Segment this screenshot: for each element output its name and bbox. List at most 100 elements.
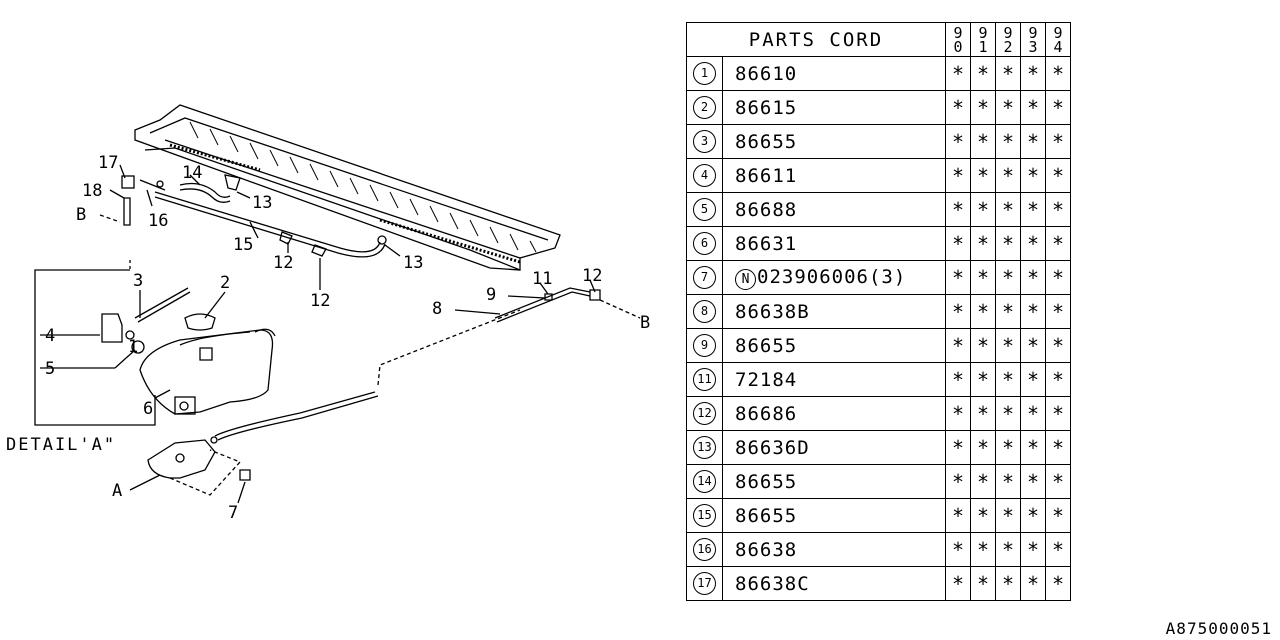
year-mark: * [945, 532, 971, 567]
year-mark: * [995, 430, 1021, 465]
year-mark: * [1020, 260, 1046, 295]
part-code: 86636D [735, 436, 810, 459]
label-8: 8 [432, 299, 442, 319]
year-mark: * [945, 158, 971, 193]
label-7: 7 [228, 503, 238, 523]
ref-number-cell: 2 [686, 90, 723, 125]
year-mark: * [995, 328, 1021, 363]
part-code: 86638B [735, 300, 810, 323]
year-mark: * [970, 56, 996, 91]
year-mark: * [1045, 226, 1071, 261]
year-mark: * [1045, 498, 1071, 533]
part-code-cell: 86686 [722, 396, 946, 431]
year-mark: * [995, 158, 1021, 193]
part-code-cell: 86638C [722, 566, 946, 601]
part-code: 86631 [735, 232, 798, 255]
parts-cord-header: PARTS CORD [686, 22, 946, 57]
ref-number-cell: 5 [686, 192, 723, 227]
ref-number: 2 [693, 96, 716, 119]
year-mark: * [995, 124, 1021, 159]
ref-number-cell: 3 [686, 124, 723, 159]
year-mark: * [945, 124, 971, 159]
n-prefix-badge: N [735, 268, 756, 290]
ref-number-cell: 4 [686, 158, 723, 193]
ref-number-cell: 9 [686, 328, 723, 363]
part-code-cell: 86638 [722, 532, 946, 567]
ref-number-cell: 11 [686, 362, 723, 397]
label-a: A [112, 481, 122, 501]
nut-7 [239, 469, 251, 481]
year-mark: * [1045, 362, 1071, 397]
year-mark: * [1020, 124, 1046, 159]
label-6: 6 [143, 399, 153, 419]
ref-number: 5 [693, 198, 716, 221]
year-mark: * [970, 362, 996, 397]
part-code: 86655 [735, 470, 798, 493]
year-mark: * [970, 294, 996, 329]
ref-number-cell: 15 [686, 498, 723, 533]
ref-number: 3 [693, 130, 716, 153]
part-code: 72184 [735, 368, 798, 391]
ref-number-cell: 8 [686, 294, 723, 329]
year-mark: * [970, 532, 996, 567]
year-mark: * [970, 498, 996, 533]
part-code: 86686 [735, 402, 798, 425]
year-mark: * [970, 396, 996, 431]
pump-4 [101, 313, 123, 343]
year-mark: * [945, 90, 971, 125]
ref-number-cell: 6 [686, 226, 723, 261]
bracket-a [147, 436, 242, 496]
nozzle-17 [121, 175, 135, 189]
ref-number-cell: 12 [686, 396, 723, 431]
ref-number: 6 [693, 232, 716, 255]
year-mark: * [1045, 158, 1071, 193]
year-mark: * [945, 294, 971, 329]
year-mark: * [945, 498, 971, 533]
ref-number: 14 [693, 470, 716, 493]
year-mark: * [995, 260, 1021, 295]
year-mark: * [1045, 124, 1071, 159]
year-mark: * [945, 566, 971, 601]
year-mark: * [945, 226, 971, 261]
year-mark: * [945, 56, 971, 91]
year-mark: * [1020, 362, 1046, 397]
ref-number: 9 [693, 334, 716, 357]
year-mark: * [995, 294, 1021, 329]
part-code: 86610 [735, 62, 798, 85]
year-mark: * [1020, 396, 1046, 431]
year-mark: * [1045, 90, 1071, 125]
year-mark: * [1045, 430, 1071, 465]
parts-diagram: 1 2 3 4 5 6 7 8 9 11 12 12 12 13 13 14 1… [6, 104, 650, 523]
hose-to-rear [214, 391, 376, 437]
hose-14 [179, 182, 231, 198]
year-mark: * [1020, 566, 1046, 601]
ref-number-cell: 7 [686, 260, 723, 295]
ref-number-cell: 13 [686, 430, 723, 465]
year-mark: * [995, 532, 1021, 567]
clip-13-lower [377, 235, 387, 245]
ref-number-cell: 14 [686, 464, 723, 499]
part-code: 86611 [735, 164, 798, 187]
year-mark: * [1020, 532, 1046, 567]
part-code-cell: 86631 [722, 226, 946, 261]
year-mark: * [1020, 328, 1046, 363]
part-code: 86655 [735, 504, 798, 527]
hose-3 [134, 287, 189, 319]
label-12c: 12 [310, 291, 330, 311]
cowl-panel [134, 104, 561, 271]
part-code: 86638 [735, 538, 798, 561]
label-13a: 13 [252, 193, 272, 213]
year-mark: * [945, 328, 971, 363]
